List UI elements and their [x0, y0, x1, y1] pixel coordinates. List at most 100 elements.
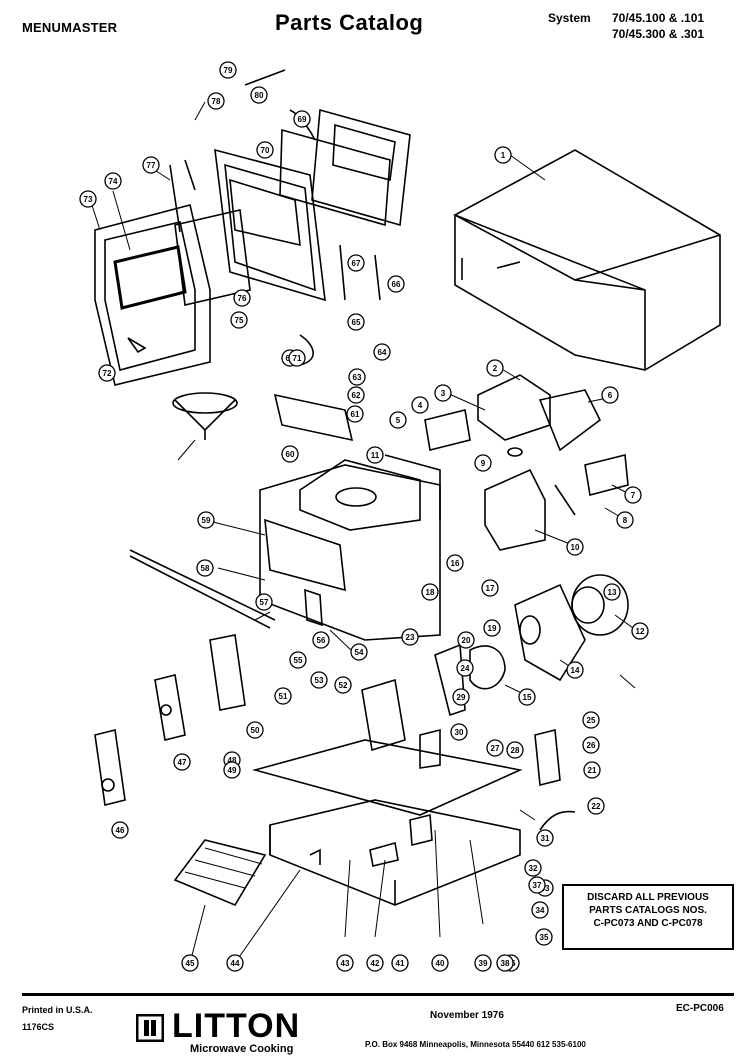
bottom-rule: [22, 993, 734, 996]
callout-label: 17: [486, 584, 495, 593]
callout-53: 53: [310, 671, 328, 689]
callout-67: 67: [347, 254, 365, 272]
callout-label: 39: [479, 959, 488, 968]
callout-75: 75: [230, 311, 248, 329]
callout-71: 71: [288, 349, 306, 367]
callout-circle: [346, 405, 364, 423]
callout-label: 55: [294, 656, 303, 665]
callout-label: 18: [426, 588, 435, 597]
callout-label: 8: [623, 516, 628, 525]
callout-label: 58: [201, 564, 210, 573]
system-models-line1: 70/45.100 & .101: [612, 11, 705, 25]
callout-circle: [366, 446, 384, 464]
callout-circle: [207, 92, 225, 110]
callout-57: 57: [255, 593, 273, 611]
callout-label: 44: [231, 959, 240, 968]
callout-circle: [582, 736, 600, 754]
callout-7: 7: [624, 486, 642, 504]
callout-circle: [104, 172, 122, 190]
callout-circle: [255, 593, 273, 611]
system-models-line2: 70/45.300 & .301: [612, 27, 705, 41]
litton-logo-icon: [136, 1014, 164, 1042]
callout-label: 31: [541, 834, 550, 843]
callout-78: 78: [207, 92, 225, 110]
discard-notice-line1: DISCARD ALL PREVIOUS: [587, 892, 709, 903]
callout-circle: [452, 688, 470, 706]
publication-date: November 1976: [430, 1010, 504, 1021]
stirrer: [172, 392, 238, 440]
callout-label: 52: [339, 681, 348, 690]
callout-circle: [293, 110, 311, 128]
callout-24: 24: [456, 659, 474, 677]
callout-72: 72: [98, 364, 116, 382]
callout-circle: [111, 821, 129, 839]
callout-37: 37: [528, 876, 546, 894]
callout-label: 53: [315, 676, 324, 685]
callout-label: 61: [351, 410, 360, 419]
callout-circle: [246, 721, 264, 739]
callout-label: 42: [371, 959, 380, 968]
callout-10: 10: [566, 538, 584, 556]
callout-label: 64: [378, 348, 387, 357]
callout-circle: [528, 876, 546, 894]
callout-label: 77: [147, 161, 156, 170]
callout-circle: [233, 289, 251, 307]
callout-circle: [582, 711, 600, 729]
callout-4: 4: [411, 396, 429, 414]
callout-46: 46: [111, 821, 129, 839]
litton-logo: LITTON: [172, 1007, 301, 1045]
callout-label: 57: [260, 598, 269, 607]
callout-20: 20: [457, 631, 475, 649]
callout-label: 47: [178, 758, 187, 767]
callout-label: 1: [501, 151, 506, 160]
callout-58: 58: [196, 559, 214, 577]
callout-circle: [181, 954, 199, 972]
callout-6: 6: [601, 386, 619, 404]
callout-circle: [587, 797, 605, 815]
callout-circle: [336, 954, 354, 972]
callout-27: 27: [486, 739, 504, 757]
callout-12: 12: [631, 622, 649, 640]
callout-circle: [446, 554, 464, 572]
grille: [173, 839, 267, 907]
callout-label: 46: [116, 826, 125, 835]
callout-31: 31: [536, 829, 554, 847]
callout-label: 26: [587, 741, 596, 750]
callout-circle: [624, 486, 642, 504]
printed-in: Printed in U.S.A.: [22, 1005, 93, 1015]
callout-circle: [312, 631, 330, 649]
callout-label: 75: [235, 316, 244, 325]
callout-circle: [616, 511, 634, 529]
callout-47: 47: [173, 753, 191, 771]
callout-label: 78: [212, 97, 221, 106]
callout-label: 5: [396, 416, 401, 425]
base-plate: [251, 678, 576, 906]
callout-circle: [457, 631, 475, 649]
callout-17: 17: [481, 579, 499, 597]
callout-30: 30: [450, 723, 468, 741]
print-code: 1176CS: [22, 1022, 55, 1032]
callout-39: 39: [474, 954, 492, 972]
callout-label: 70: [261, 146, 270, 155]
callout-label: 9: [481, 459, 486, 468]
callout-circle: [401, 628, 419, 646]
callout-circle: [535, 928, 553, 946]
blower-assembly: [434, 574, 629, 717]
callout-60: 60: [281, 445, 299, 463]
callout-label: 63: [353, 373, 362, 382]
callout-50: 50: [246, 721, 264, 739]
callout-43: 43: [336, 954, 354, 972]
callout-circle: [226, 954, 244, 972]
callout-label: 54: [355, 648, 364, 657]
callout-circle: [347, 386, 365, 404]
callout-label: 32: [529, 864, 538, 873]
discard-notice: DISCARD ALL PREVIOUS PARTS CATALOGS NOS.…: [562, 884, 734, 950]
callout-74: 74: [104, 172, 122, 190]
callout-44: 44: [226, 954, 244, 972]
callout-40: 40: [431, 954, 449, 972]
callout-76: 76: [233, 289, 251, 307]
callout-circle: [334, 676, 352, 694]
callout-label: 65: [352, 318, 361, 327]
callout-label: 23: [406, 633, 415, 642]
callout-35: 35: [535, 928, 553, 946]
